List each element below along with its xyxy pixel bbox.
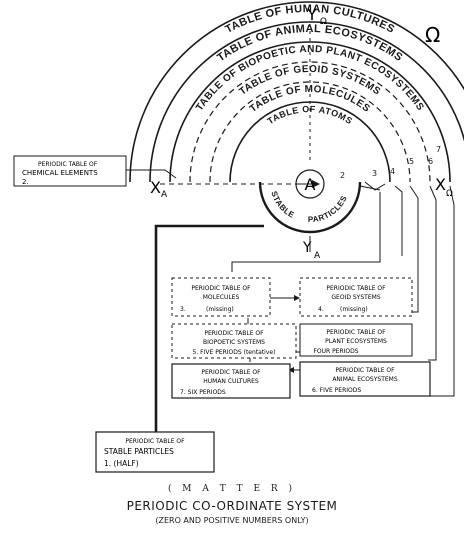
box-chemical-elements: PERIODIC TABLE OF CHEMICAL ELEMENTS 2. — [13, 155, 127, 187]
box-line: MOLECULES — [203, 294, 240, 301]
chemical-elements-connector — [126, 169, 177, 179]
box-line: PERIODIC TABLE OF — [326, 329, 386, 336]
box-biopoetic-systems: PERIODIC TABLE OF BIOPOETIC SYSTEMS 5. F… — [171, 323, 297, 359]
box-line: PERIODIC TABLE OF — [326, 285, 386, 292]
box-line: 1. (HALF) — [104, 459, 139, 468]
connector-lines — [231, 181, 455, 397]
box-line: (missing) — [340, 306, 368, 313]
box-line: PERIODIC TABLE OF — [38, 161, 98, 168]
box-line: 7. SIX PERIODS — [180, 389, 226, 396]
arc-geoid — [189, 61, 431, 183]
box-line: CHEMICAL ELEMENTS — [22, 169, 98, 177]
x-omega-subscript: Ω — [446, 189, 453, 199]
box-line: ANIMAL ECOSYSTEMS — [332, 376, 398, 383]
box-line: PERIODIC TABLE OF — [204, 330, 264, 337]
box-line: BIOPOETIC SYSTEMS — [203, 339, 265, 346]
arc-number: 6 — [428, 157, 433, 166]
box-line: PERIODIC TABLE OF — [125, 438, 185, 445]
x-alpha-subscript: A — [161, 190, 168, 200]
y-alpha-symbol: Y — [302, 240, 312, 256]
box-geoid-systems: PERIODIC TABLE OF GEOID SYSTEMS 4. (miss… — [299, 277, 413, 317]
box-line: PERIODIC TABLE OF — [201, 369, 261, 376]
y-omega-symbol: Y — [306, 5, 317, 24]
arc-number: 4 — [390, 167, 395, 176]
y-alpha-subscript: A — [314, 251, 321, 261]
axes — [160, 24, 325, 252]
box-line: STABLE PARTICLES — [104, 447, 174, 456]
x-alpha-symbol: X — [150, 178, 161, 197]
caption-matter: ( M A T T E R ) — [167, 484, 297, 494]
arc-number: 5 — [409, 157, 414, 166]
caption-subtitle: (ZERO AND POSITIVE NUMBERS ONLY) — [155, 516, 309, 525]
box-plant-ecosystems: PERIODIC TABLE OF PLANT ECOSYSTEMS FOUR … — [299, 323, 413, 357]
y-omega-subscript: Ω — [320, 17, 327, 27]
box-animal-ecosystems: PERIODIC TABLE OF ANIMAL ECOSYSTEMS 6. F… — [299, 361, 431, 397]
arc-biopoetic-plant — [169, 41, 451, 183]
arc-number: 2 — [340, 171, 345, 180]
box-line: PERIODIC TABLE OF — [335, 367, 395, 374]
arc-animal-ecosystems — [149, 21, 464, 183]
arc-human-cultures — [129, 1, 464, 183]
box-line: 6. FIVE PERIODS — [312, 387, 361, 394]
box-human-cultures: PERIODIC TABLE OF HUMAN CULTURES 7. SIX … — [171, 363, 291, 399]
box-line: HUMAN CULTURES — [203, 378, 259, 385]
stable-particles-connector — [154, 224, 264, 432]
x-omega-symbol: X — [435, 175, 446, 194]
box-line: 2. — [22, 178, 29, 186]
box-line: PERIODIC TABLE OF — [191, 285, 251, 292]
box-line: FOUR PERIODS — [313, 348, 358, 355]
box-line: 3. — [180, 306, 186, 313]
box-line: 4. — [318, 306, 324, 313]
arc-number: 3 — [372, 169, 377, 178]
arc-numbers: 2 3 4 5 6 7 — [340, 145, 441, 180]
caption-title: PERIODIC CO-ORDINATE SYSTEM — [126, 499, 338, 513]
omega-symbol: Ω — [425, 23, 440, 47]
box-line: GEOID SYSTEMS — [331, 294, 380, 301]
box-stable-particles: PERIODIC TABLE OF STABLE PARTICLES 1. (H… — [95, 431, 215, 473]
center-symbol: A — [305, 175, 316, 194]
arc-stable-particles — [258, 181, 362, 234]
arc-number: 7 — [436, 145, 441, 154]
concentric-arcs — [129, 1, 464, 234]
box-line: PLANT ECOSYSTEMS — [325, 338, 387, 345]
box-molecules: PERIODIC TABLE OF MOLECULES 3. (missing) — [171, 277, 271, 317]
box-line: 5. FIVE PERIODS (tentative) — [193, 349, 276, 356]
box-line: (missing) — [206, 306, 234, 313]
